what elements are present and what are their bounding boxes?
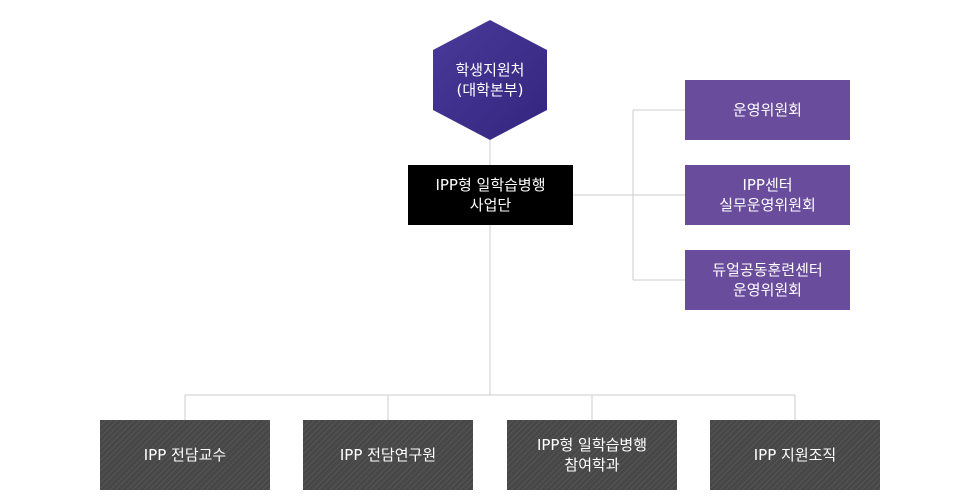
unit-ipp-support: IPP 지원조직 (710, 420, 880, 490)
unit-ipp-researcher: IPP 전담연구원 (303, 420, 473, 490)
unit-label: IPP형 일학습병행 (536, 436, 648, 454)
unit-label: IPP 전담연구원 (339, 446, 437, 464)
top-node-student-affairs: 학생지원처 (대학본부) (433, 20, 547, 140)
committee-dual-training: 듀얼공동훈련센터 운영위원회 (685, 250, 850, 310)
unit-ipp-professor: IPP 전담교수 (100, 420, 270, 490)
center-node-ipp-program: IPP형 일학습병행 사업단 (408, 165, 573, 225)
top-node-line1: 학생지원처 (455, 61, 525, 79)
committee-ipp-center: IPP센터 실무운영위원회 (685, 165, 850, 225)
committee-label: 운영위원회 (732, 101, 802, 119)
top-node-line2: (대학본부) (456, 81, 524, 99)
unit-label: IPP 전담교수 (143, 446, 227, 464)
unit-participating-departments: IPP형 일학습병행 참여학과 (507, 420, 677, 490)
unit-label-line2: 참여학과 (564, 456, 620, 474)
unit-label: IPP 지원조직 (753, 446, 837, 464)
committee-label-line2: 실무운영위원회 (719, 196, 816, 214)
hexagon-shape (433, 20, 547, 140)
committee-label: IPP센터 (742, 176, 793, 194)
center-node-line1: IPP형 일학습병행 (435, 176, 546, 194)
committee-label-line2: 운영위원회 (732, 281, 802, 299)
center-node-line2: 사업단 (469, 196, 512, 214)
committee-steering: 운영위원회 (685, 80, 850, 140)
committee-label: 듀얼공동훈련센터 (712, 261, 823, 279)
